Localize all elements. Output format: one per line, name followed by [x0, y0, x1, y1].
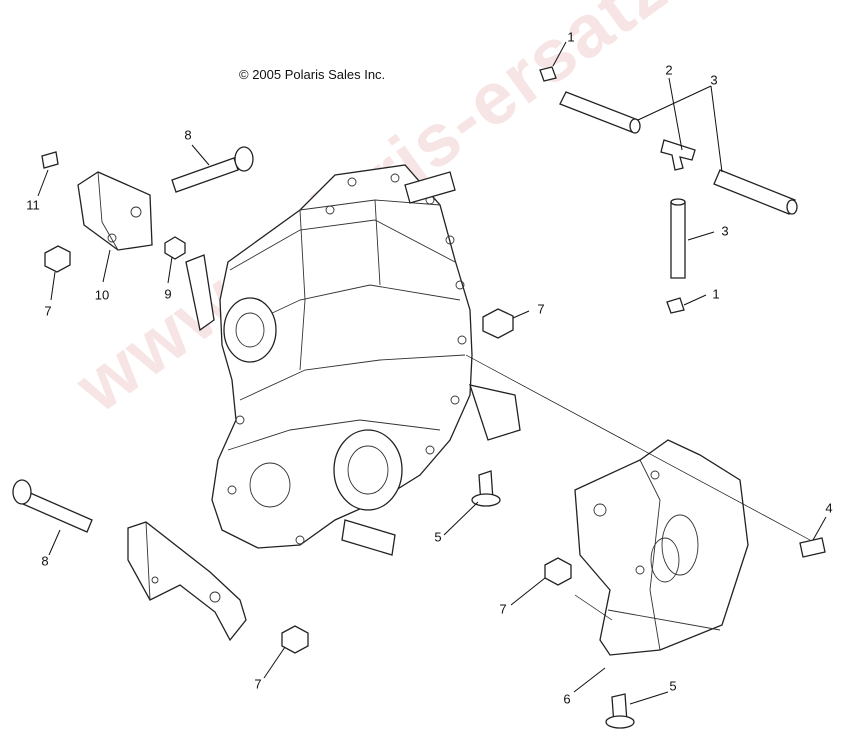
callout-5: 5: [669, 678, 677, 694]
callout-8: 8: [184, 127, 192, 143]
callout-1: 1: [567, 29, 575, 45]
callout-2: 2: [665, 62, 673, 78]
callout-11: 11: [26, 197, 40, 213]
callout-9: 9: [164, 286, 172, 302]
bolt-lower: [12, 479, 93, 533]
callout-7: 7: [254, 676, 262, 692]
leader-lines: [37, 41, 827, 705]
callout-7: 7: [499, 601, 507, 617]
nuts: [44, 236, 572, 654]
callout-7: 7: [537, 301, 545, 317]
lower-bracket: [127, 521, 247, 642]
transmission-assembly: [185, 164, 521, 556]
callout-3: 3: [710, 72, 718, 88]
callout-10: 10: [94, 287, 110, 303]
callout-6: 6: [563, 691, 571, 707]
callout-7: 7: [44, 303, 52, 319]
flange-bolts: [471, 470, 826, 729]
bolt-upper: [171, 146, 254, 193]
copyright-notice: © 2005 Polaris Sales Inc.: [239, 67, 386, 82]
callout-8: 8: [41, 553, 49, 569]
vent-hoses: [539, 66, 798, 314]
small-bracket: [77, 171, 153, 251]
callout-4: 4: [825, 500, 833, 516]
mounting-plate: [574, 439, 749, 656]
screw-small: [41, 151, 59, 169]
callout-3: 3: [721, 223, 729, 239]
callout-5: 5: [434, 529, 442, 545]
callout-1: 1: [712, 286, 720, 302]
